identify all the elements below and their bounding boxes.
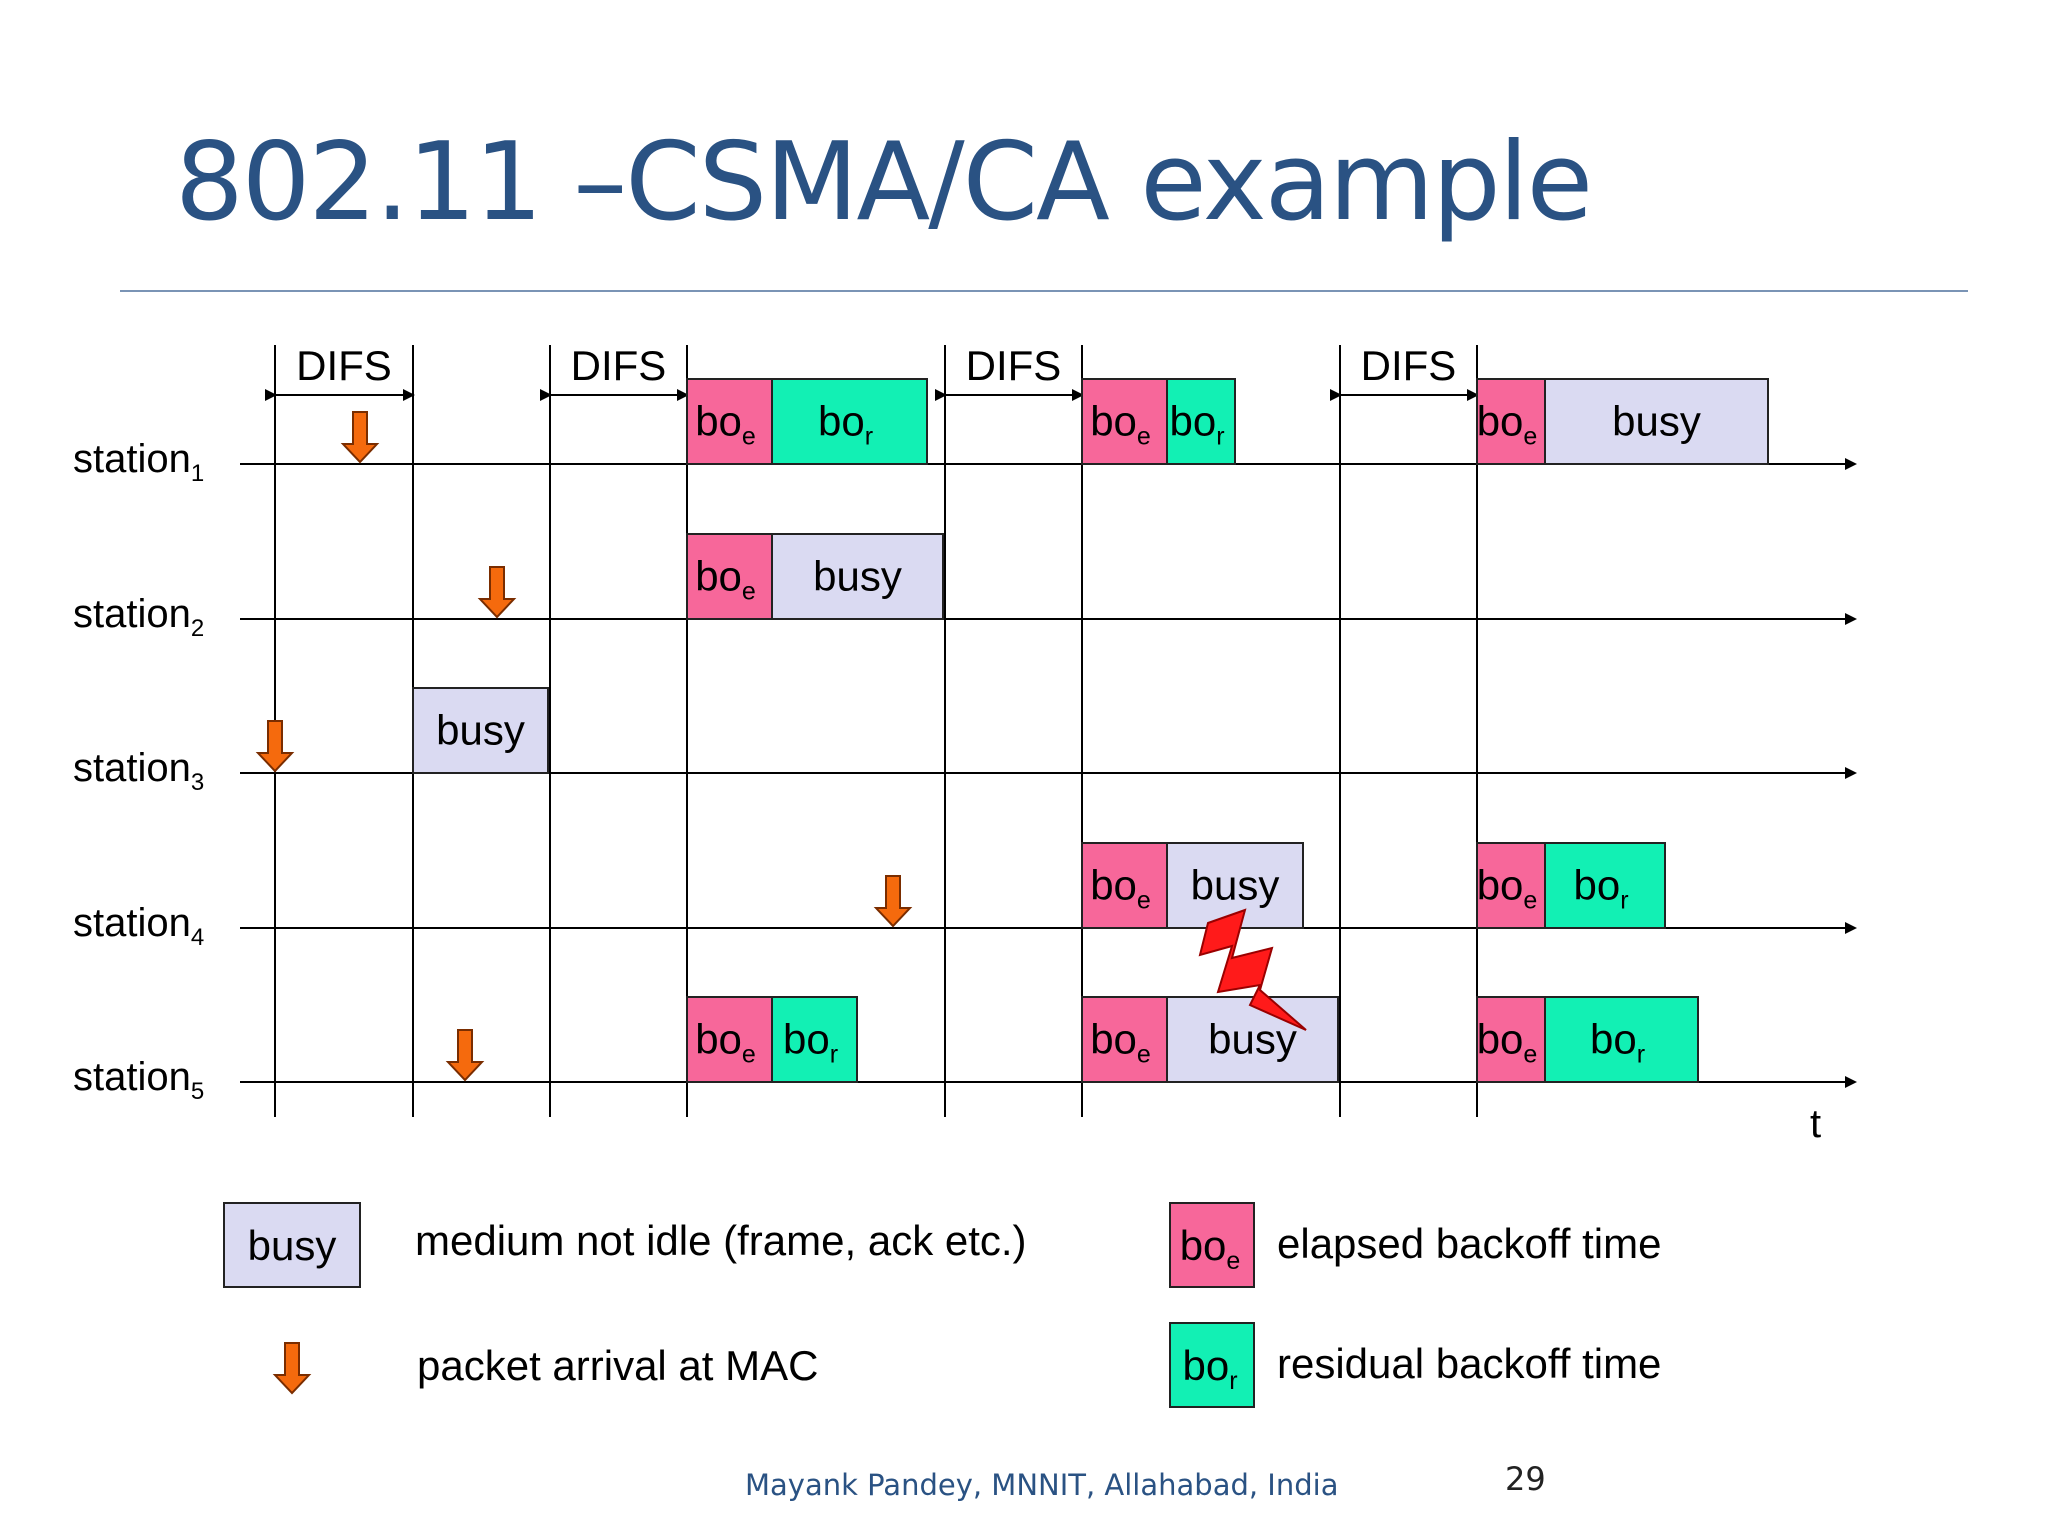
bor-label: bor <box>783 1016 838 1069</box>
footer-author: Mayank Pandey, MNNIT, Allahabad, India <box>745 1468 1339 1502</box>
busy-label: busy <box>1191 862 1280 909</box>
boe-block <box>686 533 773 620</box>
boe-label: boe <box>1477 398 1538 451</box>
legend-boe-swatch <box>1169 1202 1255 1288</box>
legend-bor-text: residual backoff time <box>1277 1340 1661 1387</box>
packet-arrival-arrow-icon <box>477 566 517 619</box>
boe-block <box>686 378 773 465</box>
legend-busy-swatch <box>223 1202 361 1288</box>
busy-block <box>412 687 549 774</box>
boe-label: boe <box>695 553 756 606</box>
difs-label: DIFS <box>296 342 392 389</box>
boe-label: boe <box>695 398 756 451</box>
title-divider <box>120 290 1968 292</box>
difs-label: DIFS <box>1361 342 1457 389</box>
legend-bor-swatch-label: bor <box>1182 1342 1237 1395</box>
boe-label: boe <box>1477 1016 1538 1069</box>
packet-arrival-arrow-icon <box>445 1029 485 1082</box>
busy-label: busy <box>813 553 902 600</box>
busy-label: busy <box>1208 1016 1297 1063</box>
boe-block <box>1476 378 1546 465</box>
boe-block <box>1476 996 1546 1083</box>
legend-bor-swatch <box>1169 1322 1255 1408</box>
busy-label: busy <box>1612 398 1701 445</box>
legend-boe-swatch-label: boe <box>1180 1222 1241 1275</box>
station-label: station4 <box>73 901 204 951</box>
station-label: station3 <box>73 746 204 796</box>
boe-label: boe <box>1090 862 1151 915</box>
bor-block <box>1544 996 1699 1083</box>
station-label: station2 <box>73 592 204 642</box>
bor-block <box>771 996 858 1083</box>
bor-block <box>771 378 928 465</box>
boe-label: boe <box>1477 862 1538 915</box>
collision-lightning-icon <box>1198 908 1307 1031</box>
legend-busy-swatch-label: busy <box>248 1222 337 1269</box>
boe-label: boe <box>1090 1016 1151 1069</box>
busy-block <box>1544 378 1769 465</box>
page-number: 29 <box>1505 1460 1546 1498</box>
legend-busy-text: medium not idle (frame, ack etc.) <box>415 1217 1027 1264</box>
boe-block <box>1476 842 1546 929</box>
busy-block <box>1166 996 1339 1083</box>
busy-label: busy <box>436 707 525 754</box>
packet-arrival-arrow-icon <box>873 875 913 928</box>
bor-label: bor <box>1590 1016 1645 1069</box>
bor-label: bor <box>1169 398 1224 451</box>
boe-block <box>1081 842 1168 929</box>
station-label: station1 <box>73 437 204 487</box>
difs-label: DIFS <box>571 342 667 389</box>
legend-boe-text: elapsed backoff time <box>1277 1220 1661 1267</box>
boe-block <box>686 996 773 1083</box>
bor-block <box>1544 842 1666 929</box>
packet-arrival-arrow-icon <box>255 720 295 773</box>
packet-arrival-arrow-icon <box>272 1342 312 1395</box>
boe-label: boe <box>1090 398 1151 451</box>
bor-label: bor <box>1573 862 1628 915</box>
station-label: station5 <box>73 1055 204 1105</box>
legend-arrow-text: packet arrival at MAC <box>417 1342 818 1389</box>
busy-block <box>771 533 944 620</box>
bor-block <box>1166 378 1236 465</box>
difs-label: DIFS <box>966 342 1062 389</box>
bor-label: bor <box>818 398 873 451</box>
time-axis-label: t <box>1810 1102 1821 1146</box>
packet-arrival-arrow-icon <box>340 411 380 464</box>
boe-label: boe <box>695 1016 756 1069</box>
slide-title: 802.11 –CSMA/CA example <box>175 120 1593 245</box>
